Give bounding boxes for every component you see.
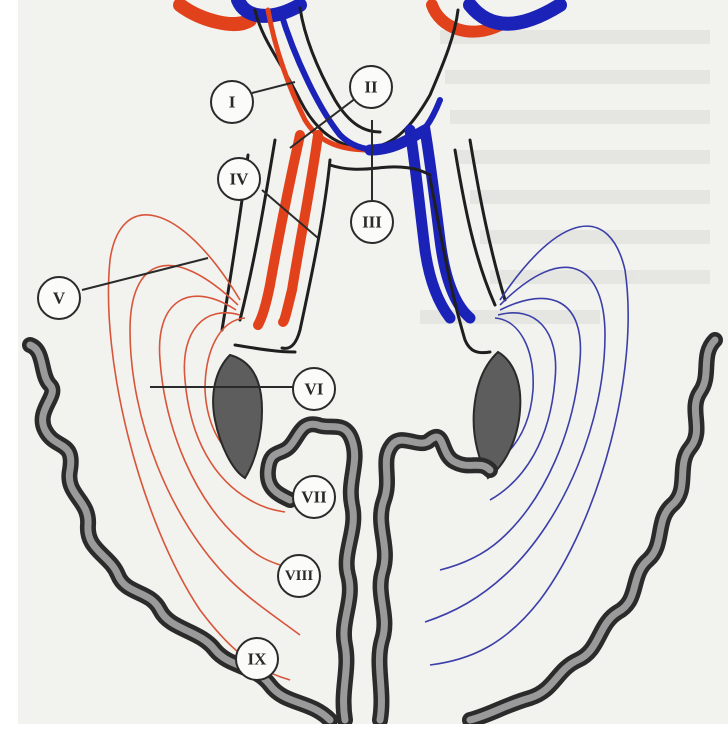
callout-VIII-text: VIII [285, 568, 314, 584]
callout-II-text: II [364, 78, 378, 97]
callout-IV: IV [218, 158, 260, 200]
callout-I: I [211, 81, 253, 123]
callout-IX-text: IX [248, 650, 268, 669]
callout-VII-text: VII [301, 488, 327, 507]
callout-I-text: I [229, 93, 236, 112]
callout-VIII: VIII [278, 555, 320, 597]
callout-II: II [350, 66, 392, 108]
callout-VI-text: VI [305, 380, 324, 399]
callout-IV-text: IV [230, 170, 250, 189]
callout-VII: VII [293, 476, 335, 518]
callout-IX: IX [236, 638, 278, 680]
callout-III-text: III [362, 213, 382, 232]
callout-V: V [38, 277, 80, 319]
callout-V-text: V [53, 289, 66, 308]
callout-III: III [351, 201, 393, 243]
callout-VI: VI [293, 368, 335, 410]
